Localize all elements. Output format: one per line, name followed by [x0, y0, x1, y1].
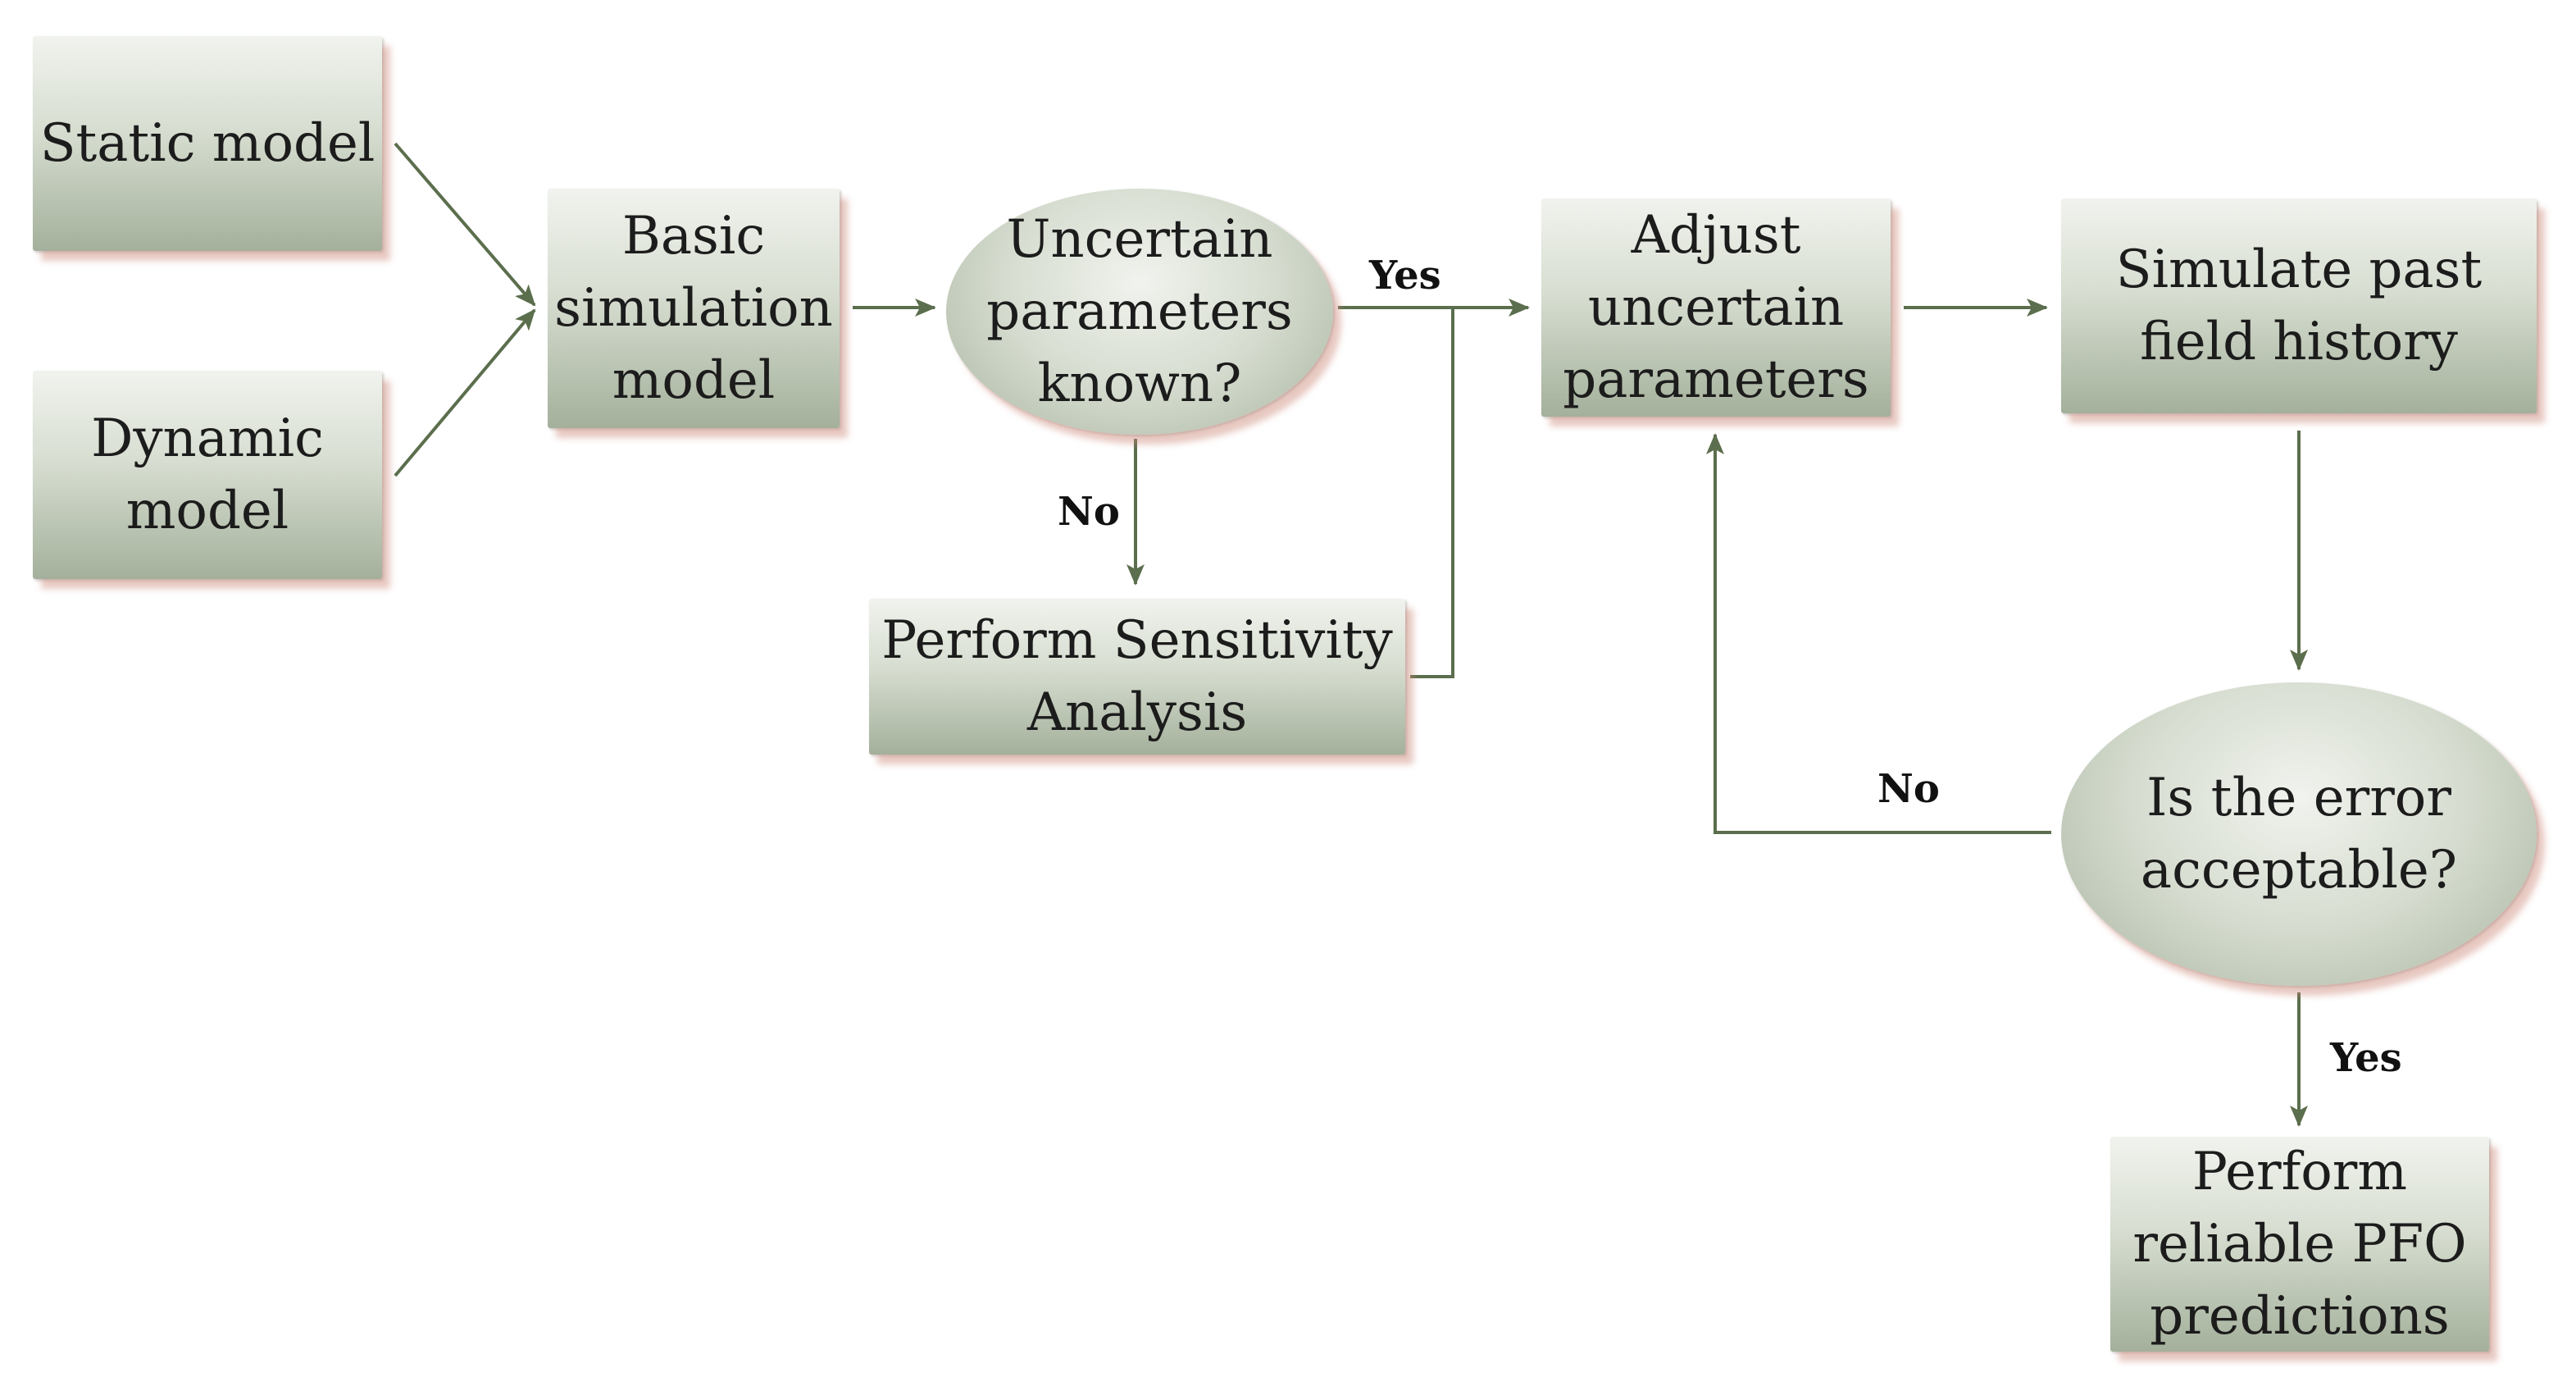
yes-label-error: Yes — [2330, 1035, 2402, 1081]
dynamic-model-box: Dynamic model — [33, 371, 382, 579]
perform-reliable-predictions-box: Perform reliable PFO predictions — [2110, 1137, 2489, 1352]
no-label-uncertain: No — [1058, 489, 1120, 535]
perform-reliable-predictions-label: Perform reliable PFO predictions — [2132, 1142, 2467, 1347]
dynamic-model-label: Dynamic model — [91, 408, 324, 541]
adjust-uncertain-parameters-label: Adjust uncertain parameters — [1563, 205, 1869, 410]
static-model-label: Static model — [39, 113, 375, 174]
uncertain-parameters-label: Uncertain parameters known? — [986, 209, 1293, 414]
arrow-static-to-basic — [394, 142, 536, 307]
simulate-past-field-history-label: Simulate past field history — [2115, 239, 2483, 372]
error-acceptable-label: Is the error acceptable? — [2140, 768, 2458, 901]
static-model-box: Static model — [33, 36, 382, 251]
uncertain-parameters-decision: Uncertain parameters known? — [946, 189, 1333, 435]
basic-simulation-model-box: Basic simulation model — [548, 189, 840, 428]
no-label-error: No — [1877, 766, 1940, 812]
arrow-error-no-loop — [1706, 433, 2051, 834]
simulate-past-field-history-box: Simulate past field history — [2061, 198, 2537, 413]
perform-sensitivity-analysis-label: Perform Sensitivity Analysis — [881, 610, 1393, 743]
yes-label-uncertain: Yes — [1369, 253, 1441, 299]
adjust-uncertain-parameters-box: Adjust uncertain parameters — [1541, 198, 1891, 417]
error-acceptable-decision: Is the error acceptable? — [2061, 682, 2537, 986]
perform-sensitivity-analysis-box: Perform Sensitivity Analysis — [869, 599, 1405, 755]
arrow-dynamic-to-basic — [394, 308, 536, 477]
arrow-sensitivity-return — [1410, 308, 1454, 678]
basic-simulation-model-label: Basic simulation model — [554, 206, 833, 411]
